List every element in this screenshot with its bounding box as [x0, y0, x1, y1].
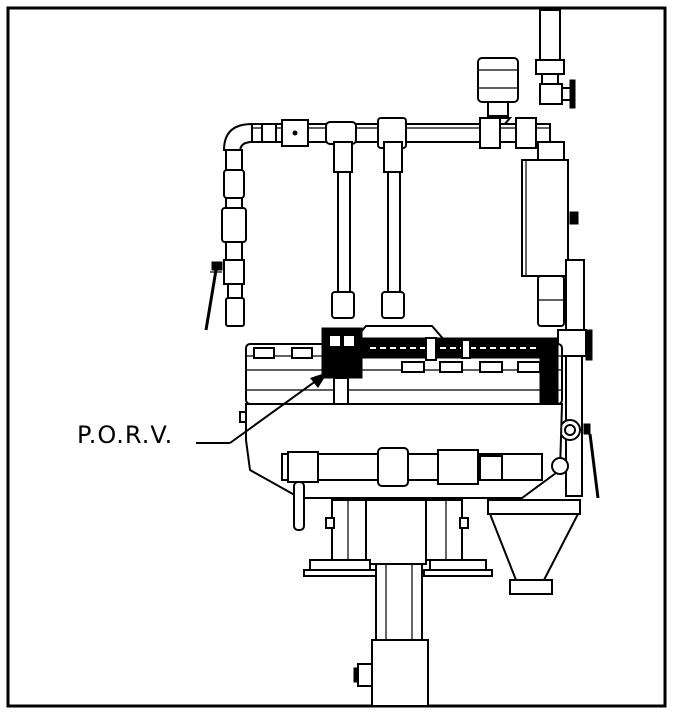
left-sample-line [204, 122, 253, 331]
drawing-border [6, 6, 667, 708]
porv-callout-label: P.O.R.V. [77, 421, 174, 449]
solenoid-valve [477, 57, 519, 134]
bottom-pipe-run [281, 447, 569, 531]
leader-arrowhead [310, 372, 328, 388]
top-hand-valve [539, 79, 576, 109]
porv-leader-line [196, 372, 328, 444]
vertical-tubes [331, 141, 405, 319]
support-column [303, 499, 493, 707]
right-enclosure [521, 141, 585, 351]
discharge-cone [487, 499, 581, 595]
